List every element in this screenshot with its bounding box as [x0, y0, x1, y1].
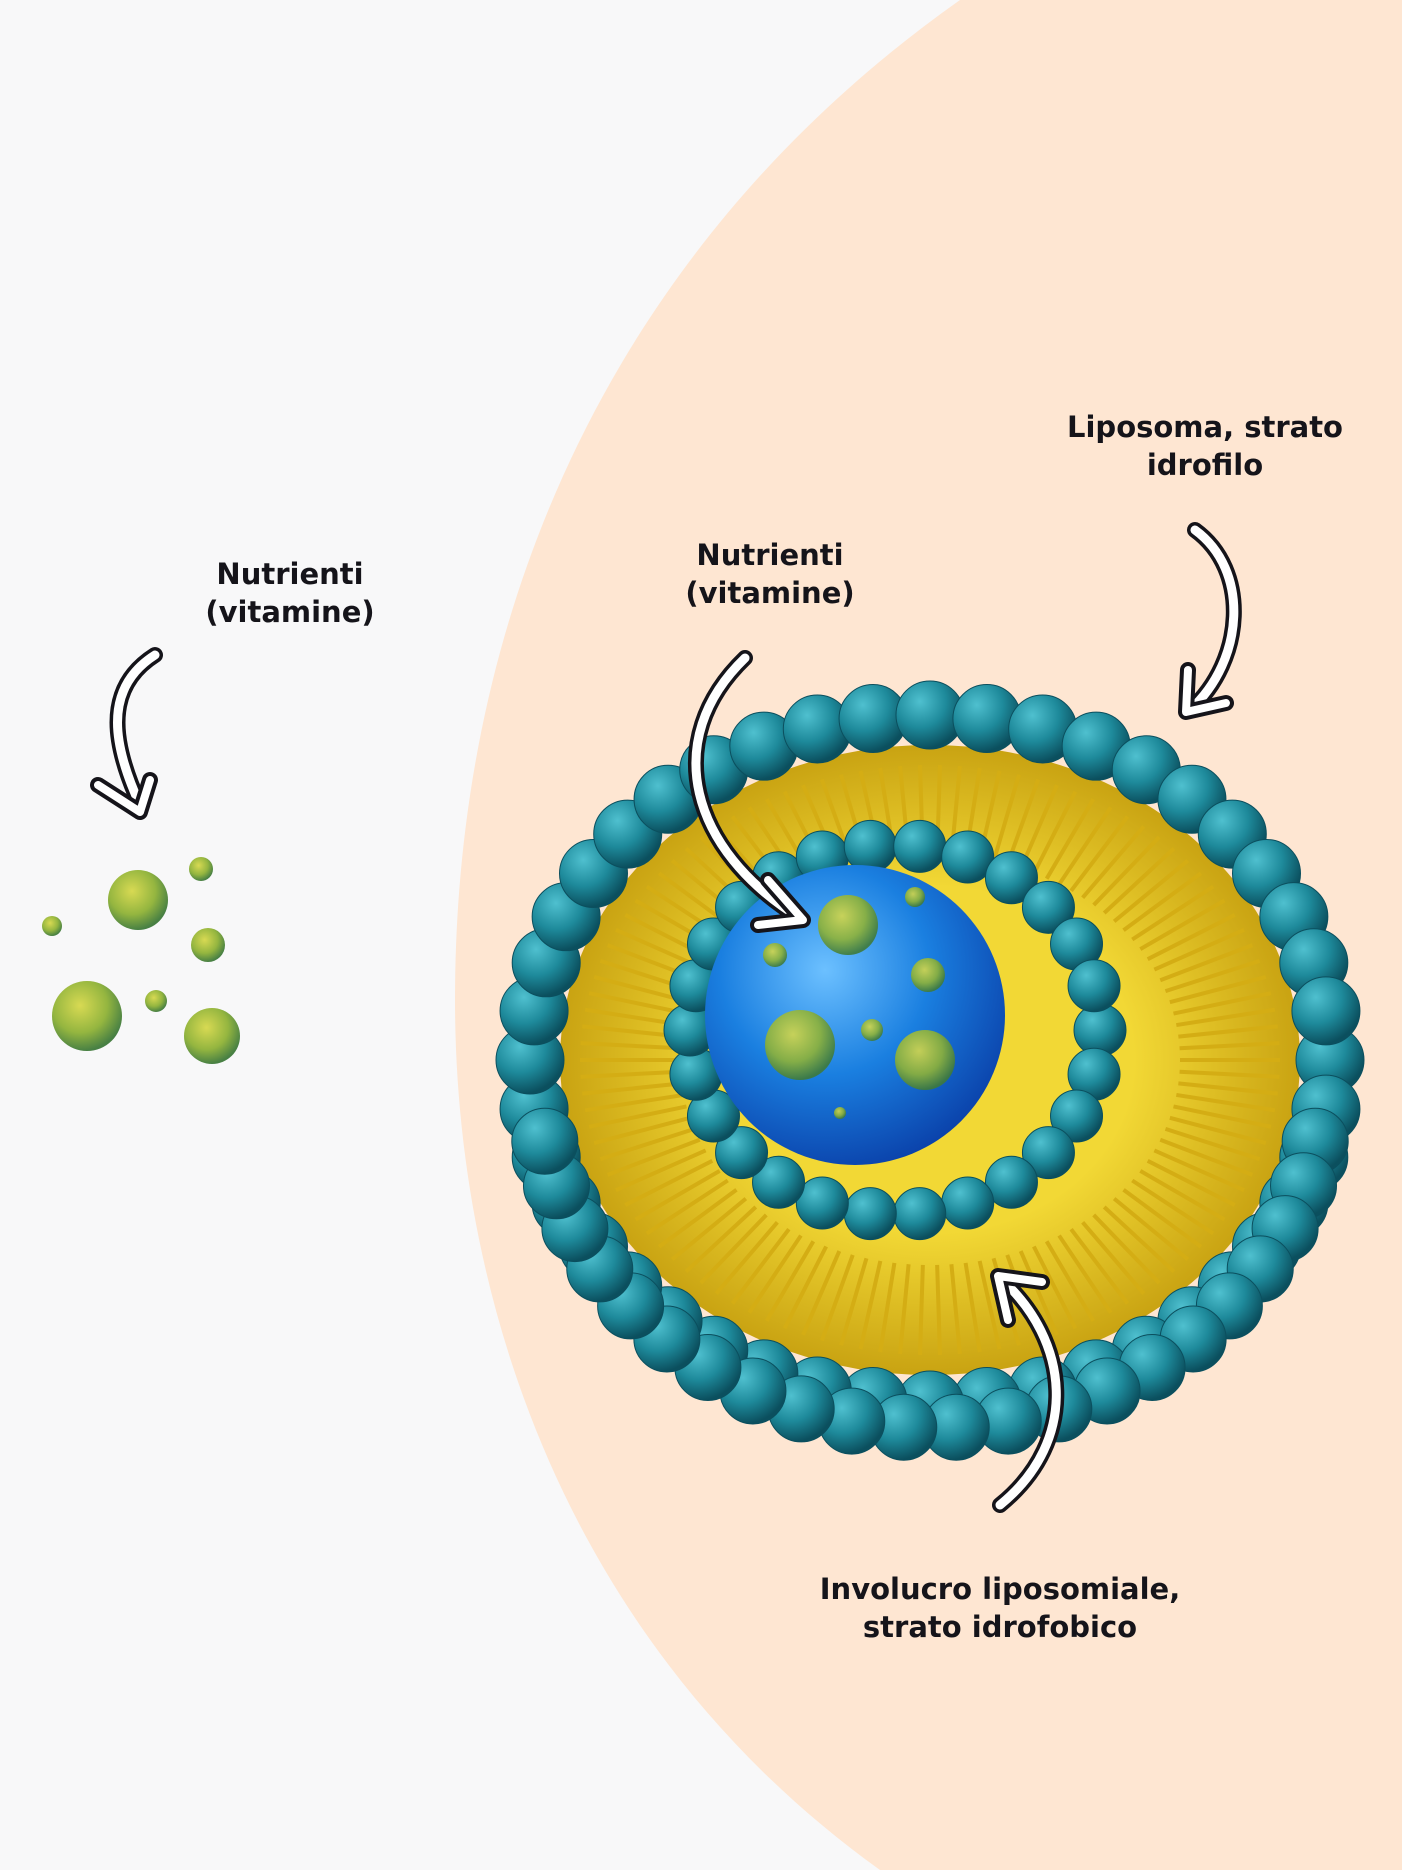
- aqueous-core: [705, 865, 1005, 1165]
- label-nutrients-left: Nutrienti (vitamine): [205, 557, 375, 629]
- liposome: [495, 680, 1365, 1461]
- label-nutrients-center: Nutrienti (vitamine): [685, 538, 855, 610]
- nutrient-particle: [52, 981, 122, 1051]
- nutrient-particle: [145, 990, 167, 1012]
- nutrient-particle: [42, 916, 62, 936]
- arrow-hydrophobic: [990, 1268, 1065, 1513]
- label-hydrophilic-layer: Liposoma, strato idrofilo: [1067, 410, 1343, 482]
- outer-phospholipid-heads: [495, 680, 1365, 1461]
- nutrient-particle: [189, 857, 213, 881]
- nutrient-particle: [191, 928, 225, 962]
- nutrient-particle: [108, 870, 168, 930]
- label-hydrophobic-layer: Involucro liposomiale, strato idrofobico: [819, 1572, 1181, 1644]
- loose-nutrient-particles: [42, 857, 240, 1064]
- arrow-nutrients-left: [90, 647, 163, 820]
- nutrient-particle: [184, 1008, 240, 1064]
- inner-phospholipid-heads: [663, 819, 1127, 1241]
- encapsulated-nutrients: [763, 887, 955, 1119]
- arrow-nutrients-center: [687, 650, 811, 933]
- arrow-hydrophilic: [1178, 522, 1242, 720]
